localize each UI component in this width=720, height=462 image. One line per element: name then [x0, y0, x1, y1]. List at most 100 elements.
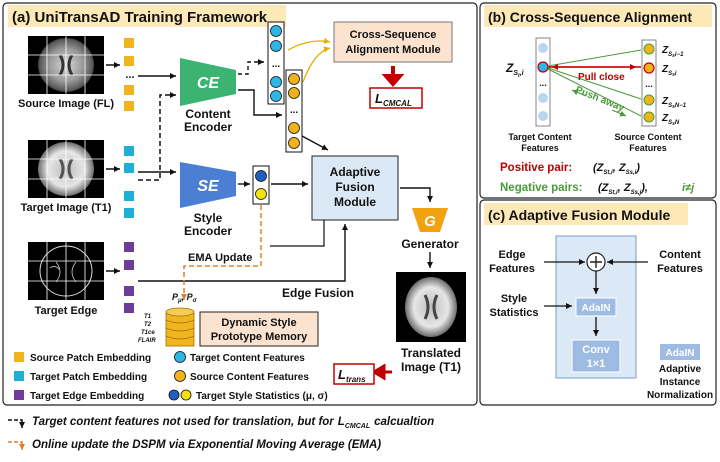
legend-source-patch-swatch [14, 352, 24, 362]
legend-target-style: Target Style Statistics (μ, σ) [196, 391, 328, 402]
edge-image [28, 242, 104, 300]
l-trans-box [333, 363, 375, 385]
b-source-features-1: Source Content [614, 132, 681, 142]
se-name-2: Encoder [184, 224, 232, 238]
legend-target-content-swatch [174, 351, 186, 363]
content-features-2: Features [657, 263, 703, 275]
adain-legend-swatch [660, 344, 700, 360]
content-features-1: Content [659, 249, 701, 261]
tgt-col-dots: ... [272, 59, 281, 70]
conv-kernel: 1×1 [587, 358, 606, 370]
ema-update-arrow [181, 205, 262, 300]
panel-a-frame [2, 2, 478, 406]
dspm-name-2: Prototype Memory [211, 331, 308, 343]
ce-label: CE [197, 75, 221, 92]
edge-fusion-label: Edge Fusion [282, 286, 354, 300]
ce-name-2: Encoder [184, 120, 232, 134]
footnote-1-icon [8, 419, 25, 428]
edge-features-2: Features [489, 263, 535, 275]
arrow-tgt-to-ce-dashed [138, 92, 176, 181]
panel-b-title: (b) Cross-Sequence Alignment [488, 9, 692, 25]
conv-label: Conv [582, 344, 610, 356]
panel-c-title-bg [484, 203, 688, 225]
edge-patch-embeddings [124, 242, 134, 313]
p-mu-sigma: Pμ, Pσ [172, 292, 198, 304]
legend-source-content-swatch [174, 370, 186, 382]
translated-label-2: Image (T1) [401, 360, 461, 374]
b-src-dots: ... [645, 79, 653, 89]
panel-b-source-column [641, 39, 657, 127]
translated-image [396, 272, 466, 342]
source-patch-embeddings [124, 38, 134, 111]
i-ne-j-label: i≠j [682, 182, 695, 194]
style-statistics-column [252, 165, 270, 205]
ema-update-label: EMA Update [188, 252, 252, 264]
push-arrow-left [571, 89, 587, 97]
negative-pairs-label: Negative pairs: [500, 182, 582, 194]
arrow-src-features-to-afm [301, 135, 329, 151]
legend: Source Patch Embedding Target Patch Embe… [14, 351, 328, 402]
arrow-afm-to-g [400, 187, 433, 202]
footnote-2-icon [8, 441, 25, 450]
legend-target-patch: Target Patch Embedding [30, 372, 147, 383]
footnote-1: Target content features not used for tra… [32, 416, 434, 430]
generator [412, 208, 448, 232]
legend-target-edge: Target Edge Embedding [30, 391, 144, 402]
afm-name-1: Adaptive [330, 165, 381, 179]
seq-t2: T2 [144, 322, 152, 328]
src-dots: ... [125, 69, 134, 81]
target-content-feature-column [267, 21, 285, 105]
afm-box [311, 155, 399, 221]
pull-close-label: Pull close [578, 72, 625, 83]
arrow-src-to-csa [302, 46, 331, 83]
se-name-1: Style [194, 211, 223, 225]
legend-target-content: Target Content Features [190, 353, 305, 364]
edge-image-label: Target Edge [35, 305, 98, 317]
legend-target-patch-swatch [14, 371, 24, 381]
push-line-3 [547, 68, 642, 117]
source-image [28, 36, 104, 94]
target-patch-embeddings [124, 146, 134, 218]
b-source-features-2: Features [629, 143, 667, 153]
l-cmcal-box [369, 87, 423, 109]
footnote-2: Online update the DSPM via Exponential M… [32, 439, 381, 451]
legend-source-patch: Source Patch Embedding [30, 353, 151, 364]
adain-block [575, 297, 617, 317]
source-content-feature-column [285, 69, 303, 153]
se-label: SE [197, 178, 220, 195]
translated-label-1: Translated [401, 346, 461, 360]
afm-name-2: Fusion [335, 180, 374, 194]
legend-style-mu-swatch [168, 389, 180, 401]
edge-features-1: Edge [499, 249, 526, 261]
plus-sign [590, 256, 602, 268]
push-line-2 [547, 67, 642, 100]
legend-edge-swatch [14, 390, 24, 400]
b-target-features-2: Features [521, 143, 559, 153]
ce-name-1: Content [185, 107, 230, 121]
panel-a-title-bg [8, 5, 286, 27]
seq-flair: FLAIR [138, 338, 156, 344]
dspm-name-1: Dynamic Style [221, 317, 296, 329]
seq-t1ce: T1ce [141, 330, 155, 336]
panel-a-title: (a) UniTransAD Training Framework [12, 9, 268, 26]
generator-label: Generator [401, 237, 459, 251]
csa-module [333, 21, 453, 63]
l-cmcal: LCMCAL [375, 91, 412, 108]
positive-pair-label: Positive pair: [500, 162, 572, 174]
trans-loss-arrow [371, 363, 392, 381]
arrow-tgt-to-csa [287, 37, 331, 51]
g-label: G [424, 213, 436, 230]
csa-down-arrow [381, 66, 405, 88]
dspm-box [199, 311, 319, 347]
arrow-memory-link [270, 220, 325, 247]
panel-b-title-bg [484, 5, 712, 27]
l-trans: Ltrans [338, 367, 366, 384]
afm-name-3: Module [334, 195, 376, 209]
panel-b-target-column [535, 37, 551, 127]
legend-style-sigma-swatch [180, 389, 192, 401]
source-image-label: Source Image (FL) [18, 98, 114, 110]
adain-full-1: Adaptive [659, 364, 702, 375]
seq-t1: T1 [144, 314, 152, 320]
dspm-stack-icon [165, 307, 195, 347]
